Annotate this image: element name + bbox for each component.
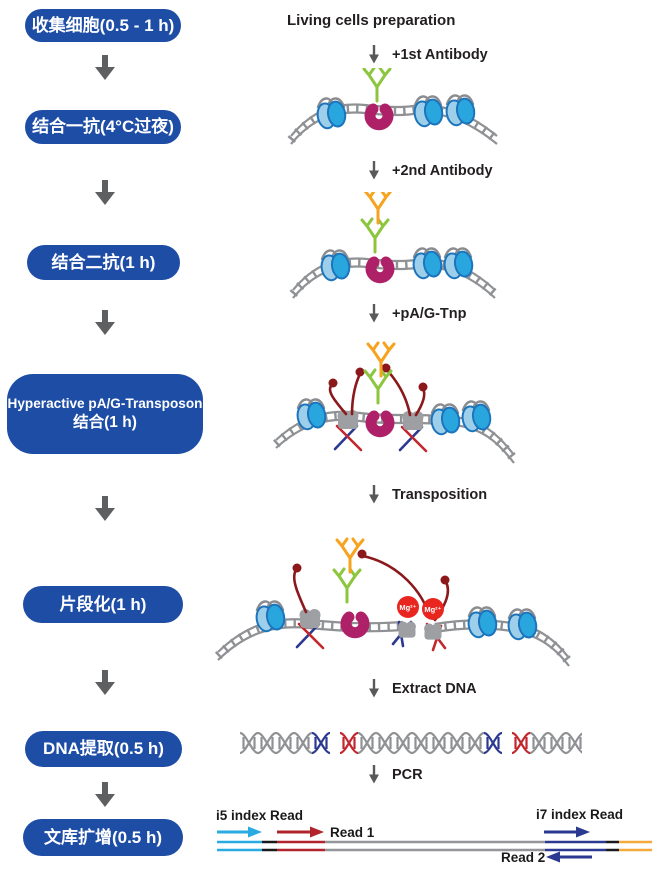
step-label: 结合二抗(1 h) (51, 252, 156, 272)
mg-ion-label: Mg²⁺ (424, 605, 441, 614)
i7-read-arrow-icon (544, 826, 590, 838)
nucleosome-icon (459, 400, 494, 434)
primary-antibody-icon (332, 567, 362, 604)
target-protein-icon (371, 416, 389, 432)
target-protein-icon (346, 617, 364, 633)
transposase-icon (398, 621, 416, 638)
stage-add-1st-antibody: +1st Antibody (368, 44, 488, 64)
down-arrow-icon (95, 670, 115, 701)
nucleosome-icon (428, 403, 463, 437)
transposase-icon (299, 609, 321, 628)
dna-helix (238, 731, 582, 755)
transposase-icon (424, 623, 442, 640)
nucleosome-icon (411, 95, 446, 129)
stage-transposition: Transposition (368, 484, 487, 504)
stage-label: Extract DNA (392, 681, 477, 697)
diagram-title: Living cells preparation (287, 12, 456, 29)
step-library-amplification: 文库扩增(0.5 h) (23, 819, 183, 856)
secondary-antibody-icon (363, 192, 393, 225)
fragmentation-illustration: Mg²⁺ Mg²⁺ (214, 537, 573, 667)
target-protein-icon (370, 109, 388, 125)
adapter-x-icon (398, 425, 428, 453)
nucleosome-icon (410, 247, 445, 281)
step-bind-secondary-antibody: 结合二抗(1 h) (27, 245, 180, 280)
step-label: DNA提取(0.5 h) (43, 739, 164, 759)
primary-antibody-icon (363, 368, 393, 405)
down-arrow-icon (368, 764, 380, 784)
stage-label: +pA/G-Tnp (392, 306, 467, 322)
stage-add-pag-tnp: +pA/G-Tnp (368, 303, 467, 323)
step-dna-extraction: DNA提取(0.5 h) (25, 731, 182, 767)
read1-adapter-segment (338, 731, 360, 755)
library-structure-illustration: i5 index Read i7 index Read Read 1 (216, 807, 652, 865)
down-arrow-icon (95, 310, 115, 341)
i5-read-arrow-icon (217, 826, 262, 838)
down-arrow-icon (95, 180, 115, 211)
step-label: 收集细胞(0.5 - 1 h) (31, 15, 175, 35)
read1-label: Read 1 (330, 825, 375, 840)
stage-label: +2nd Antibody (392, 163, 493, 179)
stage-add-2nd-antibody: +2nd Antibody (368, 160, 493, 180)
target-protein-icon (371, 262, 389, 278)
read2-adapter-segment (510, 731, 532, 755)
transposase-icon (402, 411, 424, 430)
step-label: 片段化(1 h) (59, 594, 147, 614)
down-arrow-icon (368, 44, 380, 64)
nucleosome-icon (443, 94, 478, 128)
down-arrow-icon (368, 678, 380, 698)
transposase-icon (337, 410, 359, 429)
down-arrow-icon (368, 484, 380, 504)
step-label: 文库扩增(0.5 h) (43, 827, 163, 847)
i5-index-read-label: i5 index Read (216, 808, 303, 823)
stage-label: PCR (392, 767, 423, 783)
read2-arrow-icon (546, 851, 592, 863)
step-collect-cells: 收集细胞(0.5 - 1 h) (25, 9, 181, 42)
nucleosome-icon (465, 606, 500, 640)
nucleosome-icon (253, 600, 288, 634)
stage-extract-dna: Extract DNA (368, 678, 477, 698)
stage-pcr: PCR (368, 764, 423, 784)
step-label: 结合一抗(4°C过夜) (32, 117, 174, 137)
step-label: Hyperactive pA/G-Transposon (7, 395, 203, 411)
nucleosome-icon (441, 247, 476, 281)
step-label: 结合(1 h) (73, 413, 137, 431)
extracted-dna-fragments-illustration (238, 731, 582, 755)
i7-index-read-label: i7 index Read (536, 807, 623, 822)
stage-label: +1st Antibody (392, 47, 488, 63)
down-arrow-icon (95, 55, 115, 86)
i5-adapter-segment (310, 731, 332, 755)
adapter-x-icon (333, 424, 363, 452)
step-fragmentation: 片段化(1 h) (23, 586, 183, 623)
down-arrow-icon (368, 303, 380, 323)
nucleosome-icon (318, 249, 353, 283)
chromatin-1st-antibody-illustration (287, 68, 500, 145)
mg-ion-label: Mg²⁺ (399, 603, 416, 612)
i7-adapter-segment (482, 731, 504, 755)
read2-label: Read 2 (501, 850, 545, 865)
magnesium-ion-badge: Mg²⁺ (422, 598, 444, 620)
down-arrow-icon (368, 160, 380, 180)
down-arrow-icon (95, 496, 115, 527)
down-arrow-icon (95, 782, 115, 813)
step-bind-primary-antibody: 结合一抗(4°C过夜) (25, 110, 181, 144)
stage-label: Transposition (392, 487, 488, 503)
primary-antibody-icon (360, 217, 390, 254)
nucleosome-icon (294, 398, 329, 432)
read1-arrow-icon (277, 826, 324, 838)
chromatin-2nd-antibody-illustration (289, 192, 499, 299)
nucleosome-icon (505, 608, 540, 642)
transposome-binding-illustration (272, 341, 518, 464)
nucleosome-icon (314, 97, 349, 131)
step-transposon-binding: Hyperactive pA/G-Transposon 结合(1 h) (7, 374, 203, 454)
dna-strand-right (434, 619, 573, 667)
primary-antibody-icon (362, 68, 392, 103)
magnesium-ion-badge: Mg²⁺ (397, 596, 419, 618)
